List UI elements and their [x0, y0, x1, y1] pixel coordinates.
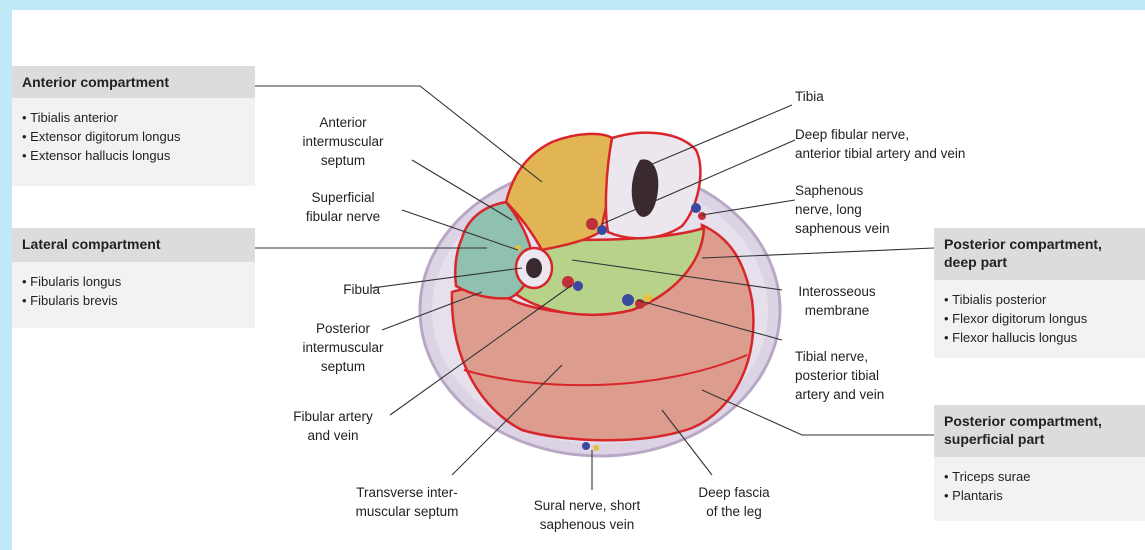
posterior-superficial-compartment-title: Posterior compartment, superficial part	[934, 405, 1145, 457]
anterior-compartment-list: Tibialis anterior Extensor digitorum lon…	[12, 98, 255, 186]
list-item: Triceps surae	[944, 467, 1135, 486]
posterior-deep-compartment-title: Posterior compartment, deep part	[934, 228, 1145, 280]
label-sural-nerve: Sural nerve, short saphenous vein	[512, 496, 662, 534]
label-transverse-intermuscular-septum: Transverse inter- muscular septum	[342, 483, 472, 521]
list-item: Flexor hallucis longus	[944, 328, 1135, 347]
label-fibular-artery-and-vein: Fibular artery and vein	[268, 407, 398, 445]
list-item: Tibialis anterior	[22, 108, 245, 127]
label-anterior-intermuscular-septum: Anterior intermuscular septum	[278, 113, 408, 170]
posterior-superficial-compartment-list: Triceps surae Plantaris	[934, 457, 1145, 521]
illustration-canvas: Anterior compartment Tibialis anterior E…	[12, 10, 1145, 550]
lateral-compartment-title: Lateral compartment	[12, 228, 255, 262]
label-saphenous-nerve: Saphenous nerve, long saphenous vein	[795, 181, 925, 238]
list-item: Extensor digitorum longus	[22, 127, 245, 146]
list-item: Flexor digitorum longus	[944, 309, 1135, 328]
label-deep-fascia: Deep fascia of the leg	[684, 483, 784, 521]
list-item: Plantaris	[944, 486, 1135, 505]
list-item: Fibularis longus	[22, 272, 245, 291]
label-tibia: Tibia	[795, 87, 915, 106]
list-item: Extensor hallucis longus	[22, 146, 245, 165]
fibula-marrow-shape	[526, 258, 542, 278]
list-item: Fibularis brevis	[22, 291, 245, 310]
posterior-deep-compartment-list: Tibialis posterior Flexor digitorum long…	[934, 280, 1145, 358]
label-tibial-nerve: Tibial nerve, posterior tibial artery an…	[795, 347, 925, 404]
label-superficial-fibular-nerve: Superficial fibular nerve	[278, 188, 408, 226]
label-posterior-intermuscular-septum: Posterior intermuscular septum	[278, 319, 408, 376]
label-interosseous-membrane: Interosseous membrane	[782, 282, 892, 320]
list-item: Tibialis posterior	[944, 290, 1135, 309]
label-fibula: Fibula	[262, 280, 380, 299]
label-deep-fibular-nerve: Deep fibular nerve, anterior tibial arte…	[795, 125, 1025, 163]
lateral-compartment-list: Fibularis longus Fibularis brevis	[12, 262, 255, 328]
anterior-compartment-title: Anterior compartment	[12, 66, 255, 98]
